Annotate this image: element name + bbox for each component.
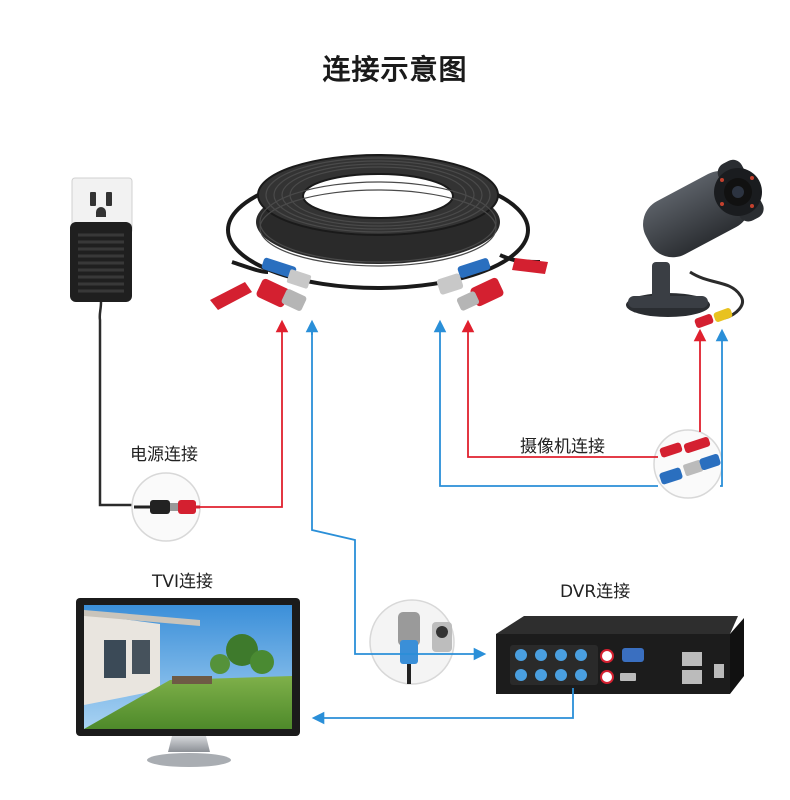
camera-power-line [461,319,707,458]
video-to-dvr-line [305,319,487,661]
power-connection-label: 电源连接 [130,445,198,465]
coaxial-cable-icon [210,154,548,311]
power-connection-line [200,319,289,508]
tvi-connection-label: TVI连接 [152,572,214,592]
diagram-title: 连接示意图 [322,53,468,86]
camera-video-line [433,319,729,487]
camera-connection-label: 摄像机连接 [520,437,605,457]
monitor-icon [76,598,300,767]
camera-coupler-inset [653,429,723,499]
wall-outlet-icon [71,177,133,234]
dvr-recorder-icon [496,616,744,694]
dvr-to-monitor-line [311,688,574,725]
dvr-connection-label: DVR连接 [560,582,631,602]
dc-connector-inset [131,472,201,542]
power-adapter-icon [70,222,138,507]
bnc-connector-inset [369,599,455,685]
security-camera-icon [626,159,764,328]
